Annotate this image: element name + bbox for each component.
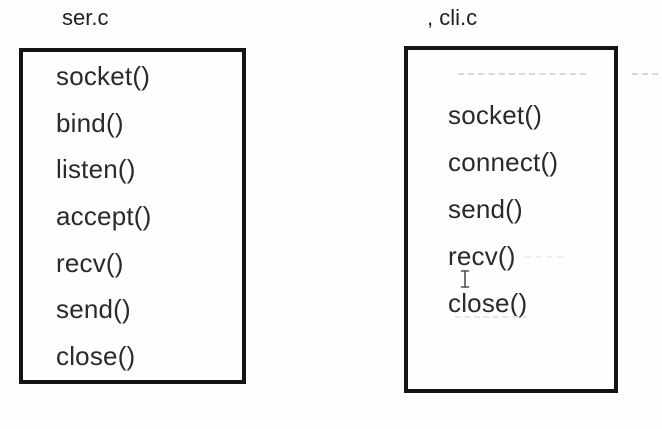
client-fn-recv: recv(): [448, 241, 516, 271]
client-fn-socket: socket(): [448, 100, 543, 130]
ghost-artifact: [632, 73, 658, 75]
client-fn-connect: connect(): [448, 147, 559, 177]
server-file-label: ser.c: [62, 5, 109, 30]
server-fn-listen: listen(): [56, 154, 136, 185]
client-functions-box: socket() connect() send() recv() close(): [404, 46, 618, 393]
server-fn-close: close(): [56, 341, 136, 372]
server-fn-socket: socket(): [56, 60, 151, 91]
ghost-artifact: [458, 73, 586, 75]
ghost-artifact: [525, 256, 563, 258]
client-file-label: , cli.c: [427, 5, 478, 30]
server-functions-box: socket() bind() listen() accept() recv()…: [19, 48, 246, 384]
server-fn-recv: recv(): [56, 247, 124, 278]
server-fn-accept: accept(): [56, 201, 152, 232]
client-fn-send: send(): [448, 194, 523, 224]
client-fn-close: close(): [448, 288, 528, 318]
server-fn-send: send(): [56, 294, 131, 325]
server-fn-bind: bind(): [56, 107, 124, 138]
ghost-artifact: [455, 316, 527, 318]
text-ibeam-cursor-icon: [460, 270, 470, 288]
